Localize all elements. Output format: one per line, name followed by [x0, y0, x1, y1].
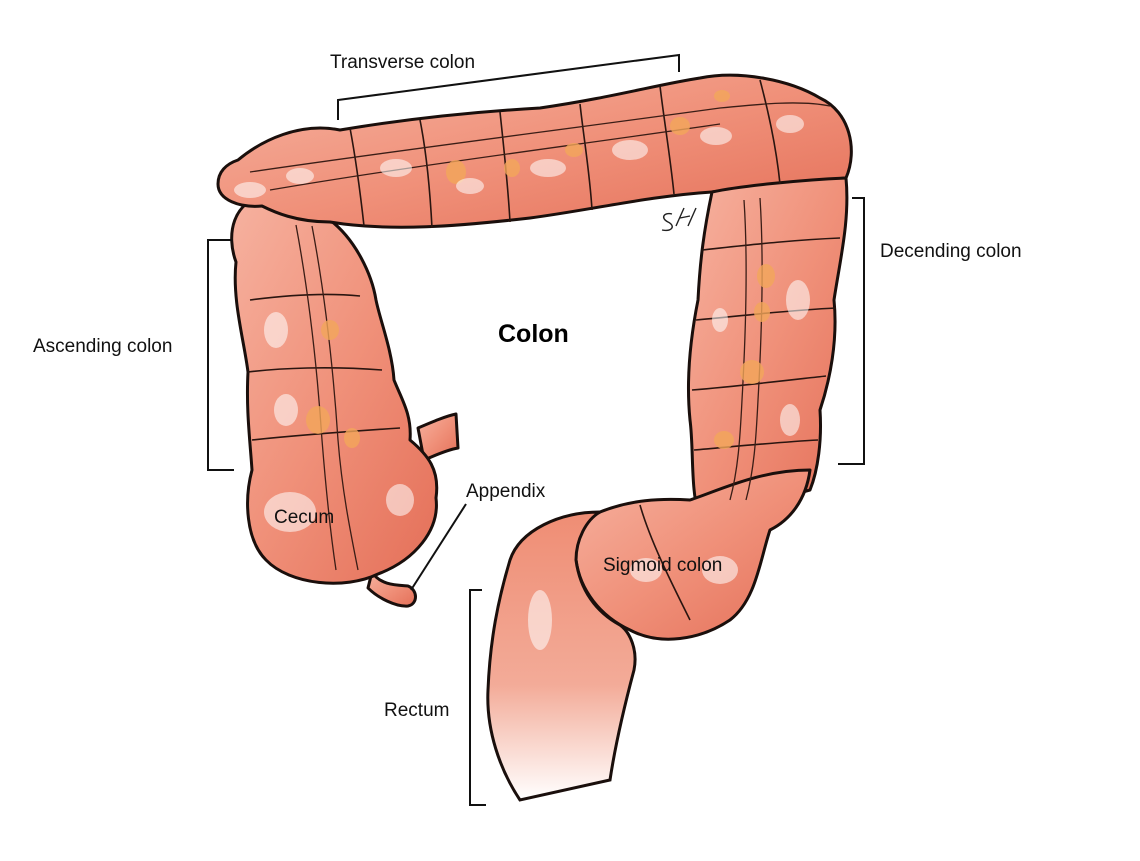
appendix-shape	[366, 570, 417, 608]
bracket-transverse	[337, 53, 680, 120]
descending-colon-shape	[686, 176, 849, 522]
label-descending-colon: Decending colon	[880, 241, 1022, 262]
label-sigmoid-colon: Sigmoid colon	[603, 555, 722, 576]
appendix-leader-line	[410, 503, 467, 591]
label-transverse-colon: Transverse colon	[330, 52, 475, 73]
diagram-title: Colon	[498, 320, 569, 348]
bracket-ascending	[207, 239, 234, 471]
rectum-shape	[486, 510, 637, 802]
fat-appendages	[306, 90, 775, 449]
brackets	[207, 53, 865, 806]
label-cecum: Cecum	[274, 507, 334, 528]
bracket-descending	[838, 197, 865, 465]
label-rectum: Rectum	[384, 700, 449, 721]
ileum-stub	[416, 412, 460, 462]
label-appendix: Appendix	[466, 481, 546, 502]
artist-signature	[661, 207, 697, 232]
bracket-rectum	[469, 589, 486, 806]
colon-illustration	[216, 73, 853, 802]
taenia-lines	[249, 102, 831, 571]
highlights	[234, 115, 810, 650]
label-ascending-colon: Ascending colon	[33, 336, 172, 357]
